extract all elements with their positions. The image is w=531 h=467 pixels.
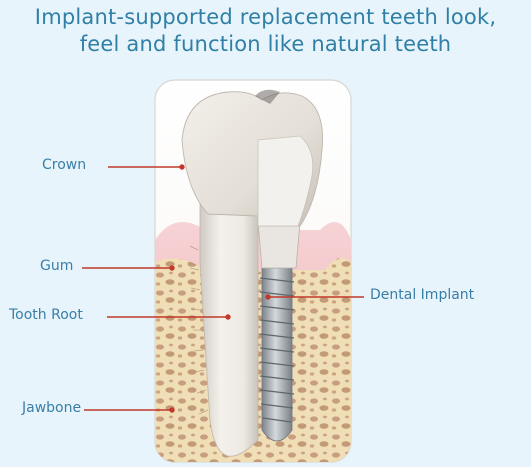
jawbone-label: Jawbone xyxy=(22,400,81,416)
tooth-root-label: Tooth Root xyxy=(9,307,83,323)
crown-leader-dot xyxy=(180,165,184,169)
gum-label: Gum xyxy=(40,258,73,274)
tooth-root-leader-dot xyxy=(226,315,230,319)
gum-leader-dot xyxy=(170,266,174,270)
crown-label: Crown xyxy=(42,157,86,173)
dental-implant-label: Dental Implant xyxy=(370,287,474,303)
jawbone-leader-dot xyxy=(170,408,174,412)
dental-implant-leader-dot xyxy=(266,295,270,299)
